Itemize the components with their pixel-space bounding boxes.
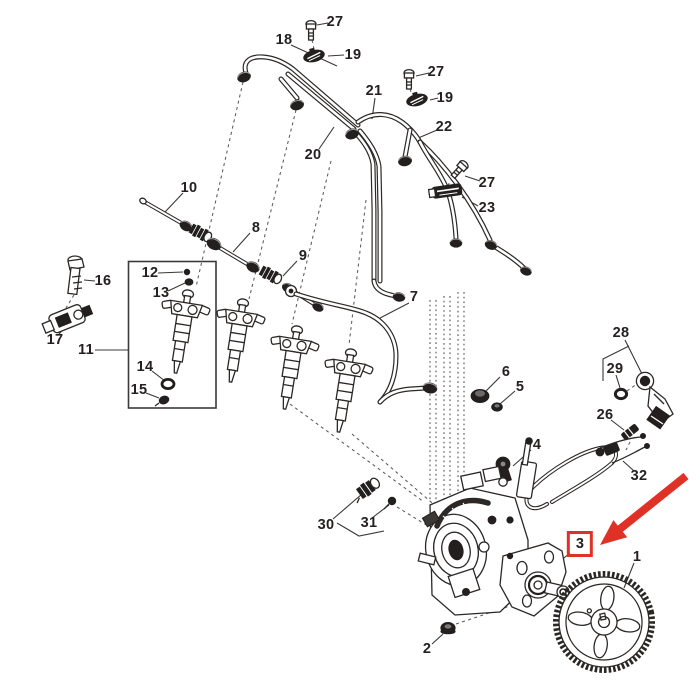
callout-28[interactable]: 28 <box>612 325 630 341</box>
pipe-clamp-23 <box>427 183 463 199</box>
fitting-30 <box>355 477 381 504</box>
fuel-return-hose-7 <box>284 284 439 403</box>
callout-30[interactable]: 30 <box>317 517 335 533</box>
bolt-27a <box>305 19 317 41</box>
callout-27[interactable]: 27 <box>326 14 344 30</box>
callout-2[interactable]: 2 <box>422 641 432 657</box>
callout-12[interactable]: 12 <box>141 265 159 281</box>
sensor-17 <box>41 304 94 334</box>
fuel-injector-c <box>313 344 377 437</box>
callout-11[interactable]: 11 <box>78 342 94 358</box>
cam-sensor-28 <box>635 371 674 430</box>
callout-20[interactable]: 20 <box>304 147 322 163</box>
plug-31 <box>383 496 397 510</box>
injector-detail-box <box>127 260 217 409</box>
bolt-27b <box>403 68 415 90</box>
callout-29[interactable]: 29 <box>606 361 624 377</box>
callout-8[interactable]: 8 <box>251 220 261 236</box>
fuel-injector-b <box>259 321 323 414</box>
leak-off-rod-10 <box>139 197 215 245</box>
callout-4[interactable]: 4 <box>532 437 542 453</box>
callout-18[interactable]: 18 <box>275 32 293 48</box>
callout-19[interactable]: 19 <box>436 90 454 106</box>
shaft-nut-2 <box>440 622 456 635</box>
dashed-alignment-lines <box>65 39 638 625</box>
nut-13 <box>184 278 194 286</box>
callout-21[interactable]: 21 <box>365 83 383 99</box>
callout-19[interactable]: 19 <box>344 47 362 63</box>
callout-27[interactable]: 27 <box>478 175 496 191</box>
callout-10[interactable]: 10 <box>180 180 198 196</box>
wiring-harness-32 <box>524 432 651 511</box>
red-selection-arrow <box>600 472 689 545</box>
connector-26 <box>621 424 639 440</box>
callout-17[interactable]: 17 <box>46 332 64 348</box>
washer-12 <box>183 268 191 276</box>
callout-3-highlighted[interactable]: 3 <box>566 531 594 557</box>
callout-32[interactable]: 32 <box>630 468 648 484</box>
callout-6[interactable]: 6 <box>501 364 511 380</box>
callout-22[interactable]: 22 <box>435 119 453 135</box>
washer-14 <box>160 377 176 390</box>
callout-5[interactable]: 5 <box>515 379 525 395</box>
callout-15[interactable]: 15 <box>130 382 148 398</box>
oring-29 <box>613 387 629 401</box>
callout-31[interactable]: 31 <box>360 515 378 531</box>
callout-16[interactable]: 16 <box>94 273 112 289</box>
pipe-clamp-19a <box>300 44 327 66</box>
callout-23[interactable]: 23 <box>478 200 496 216</box>
pipe-clamp-19b <box>403 88 430 110</box>
callout-14[interactable]: 14 <box>136 359 154 375</box>
nut-5 <box>491 402 503 412</box>
callout-7[interactable]: 7 <box>409 289 419 305</box>
bolt-16 <box>67 255 85 296</box>
injection-pump <box>417 437 570 617</box>
callout-27[interactable]: 27 <box>427 64 445 80</box>
seal-15 <box>154 395 170 407</box>
callout-9[interactable]: 9 <box>298 248 308 264</box>
callout-13[interactable]: 13 <box>152 285 170 301</box>
fitting-nut-6 <box>470 388 490 403</box>
callout-26[interactable]: 26 <box>596 407 614 423</box>
drive-gear <box>553 571 655 673</box>
injection-pipe-8 <box>203 234 263 276</box>
callout-1[interactable]: 1 <box>632 549 642 565</box>
